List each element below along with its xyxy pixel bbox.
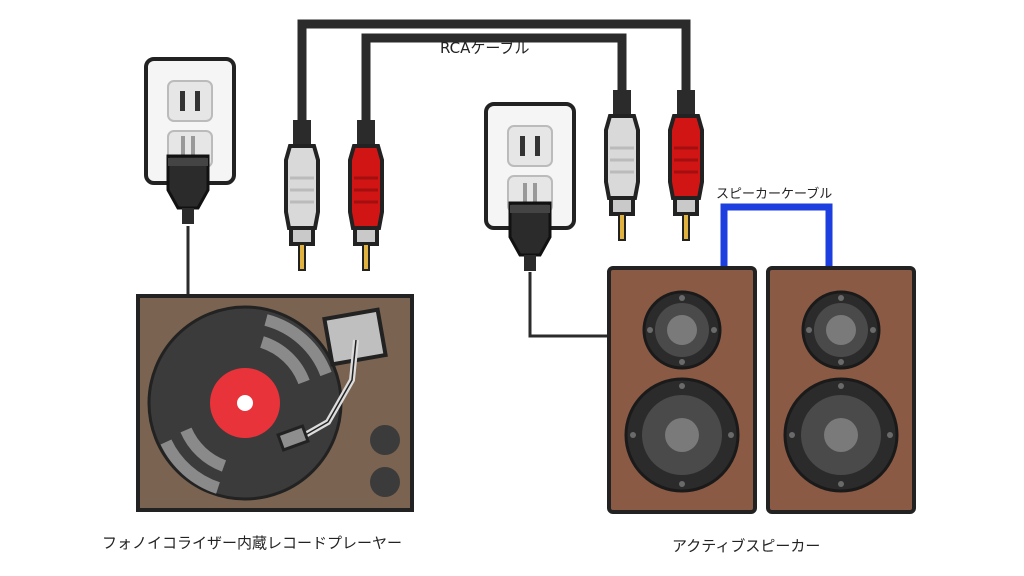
speaker-cable-label: スピーカーケーブル [716, 187, 833, 202]
tonearm-headshell [276, 424, 310, 452]
speaker-right [766, 266, 916, 514]
rca-plug-white-right [604, 88, 640, 242]
rca-cable-label: RCAケーブル [440, 39, 530, 57]
speaker-power-cord [528, 272, 610, 338]
rca-plug-red-left [348, 118, 384, 272]
speaker-left [607, 266, 757, 514]
rca-cable-inner [361, 33, 627, 122]
rca-plug-red-right [668, 88, 704, 242]
active-speakers-label: アクティブスピーカー [672, 537, 821, 555]
tonearm-base [322, 307, 388, 367]
speaker-cable [720, 203, 833, 268]
rca-plug-white-left [284, 118, 320, 272]
record-player-label: フォノイコライザー内蔵レコードプレーヤー [102, 534, 403, 552]
record-player [136, 294, 414, 512]
rca-cable-outer [297, 19, 691, 122]
knob-bottom [370, 467, 400, 497]
knob-top [370, 425, 400, 455]
